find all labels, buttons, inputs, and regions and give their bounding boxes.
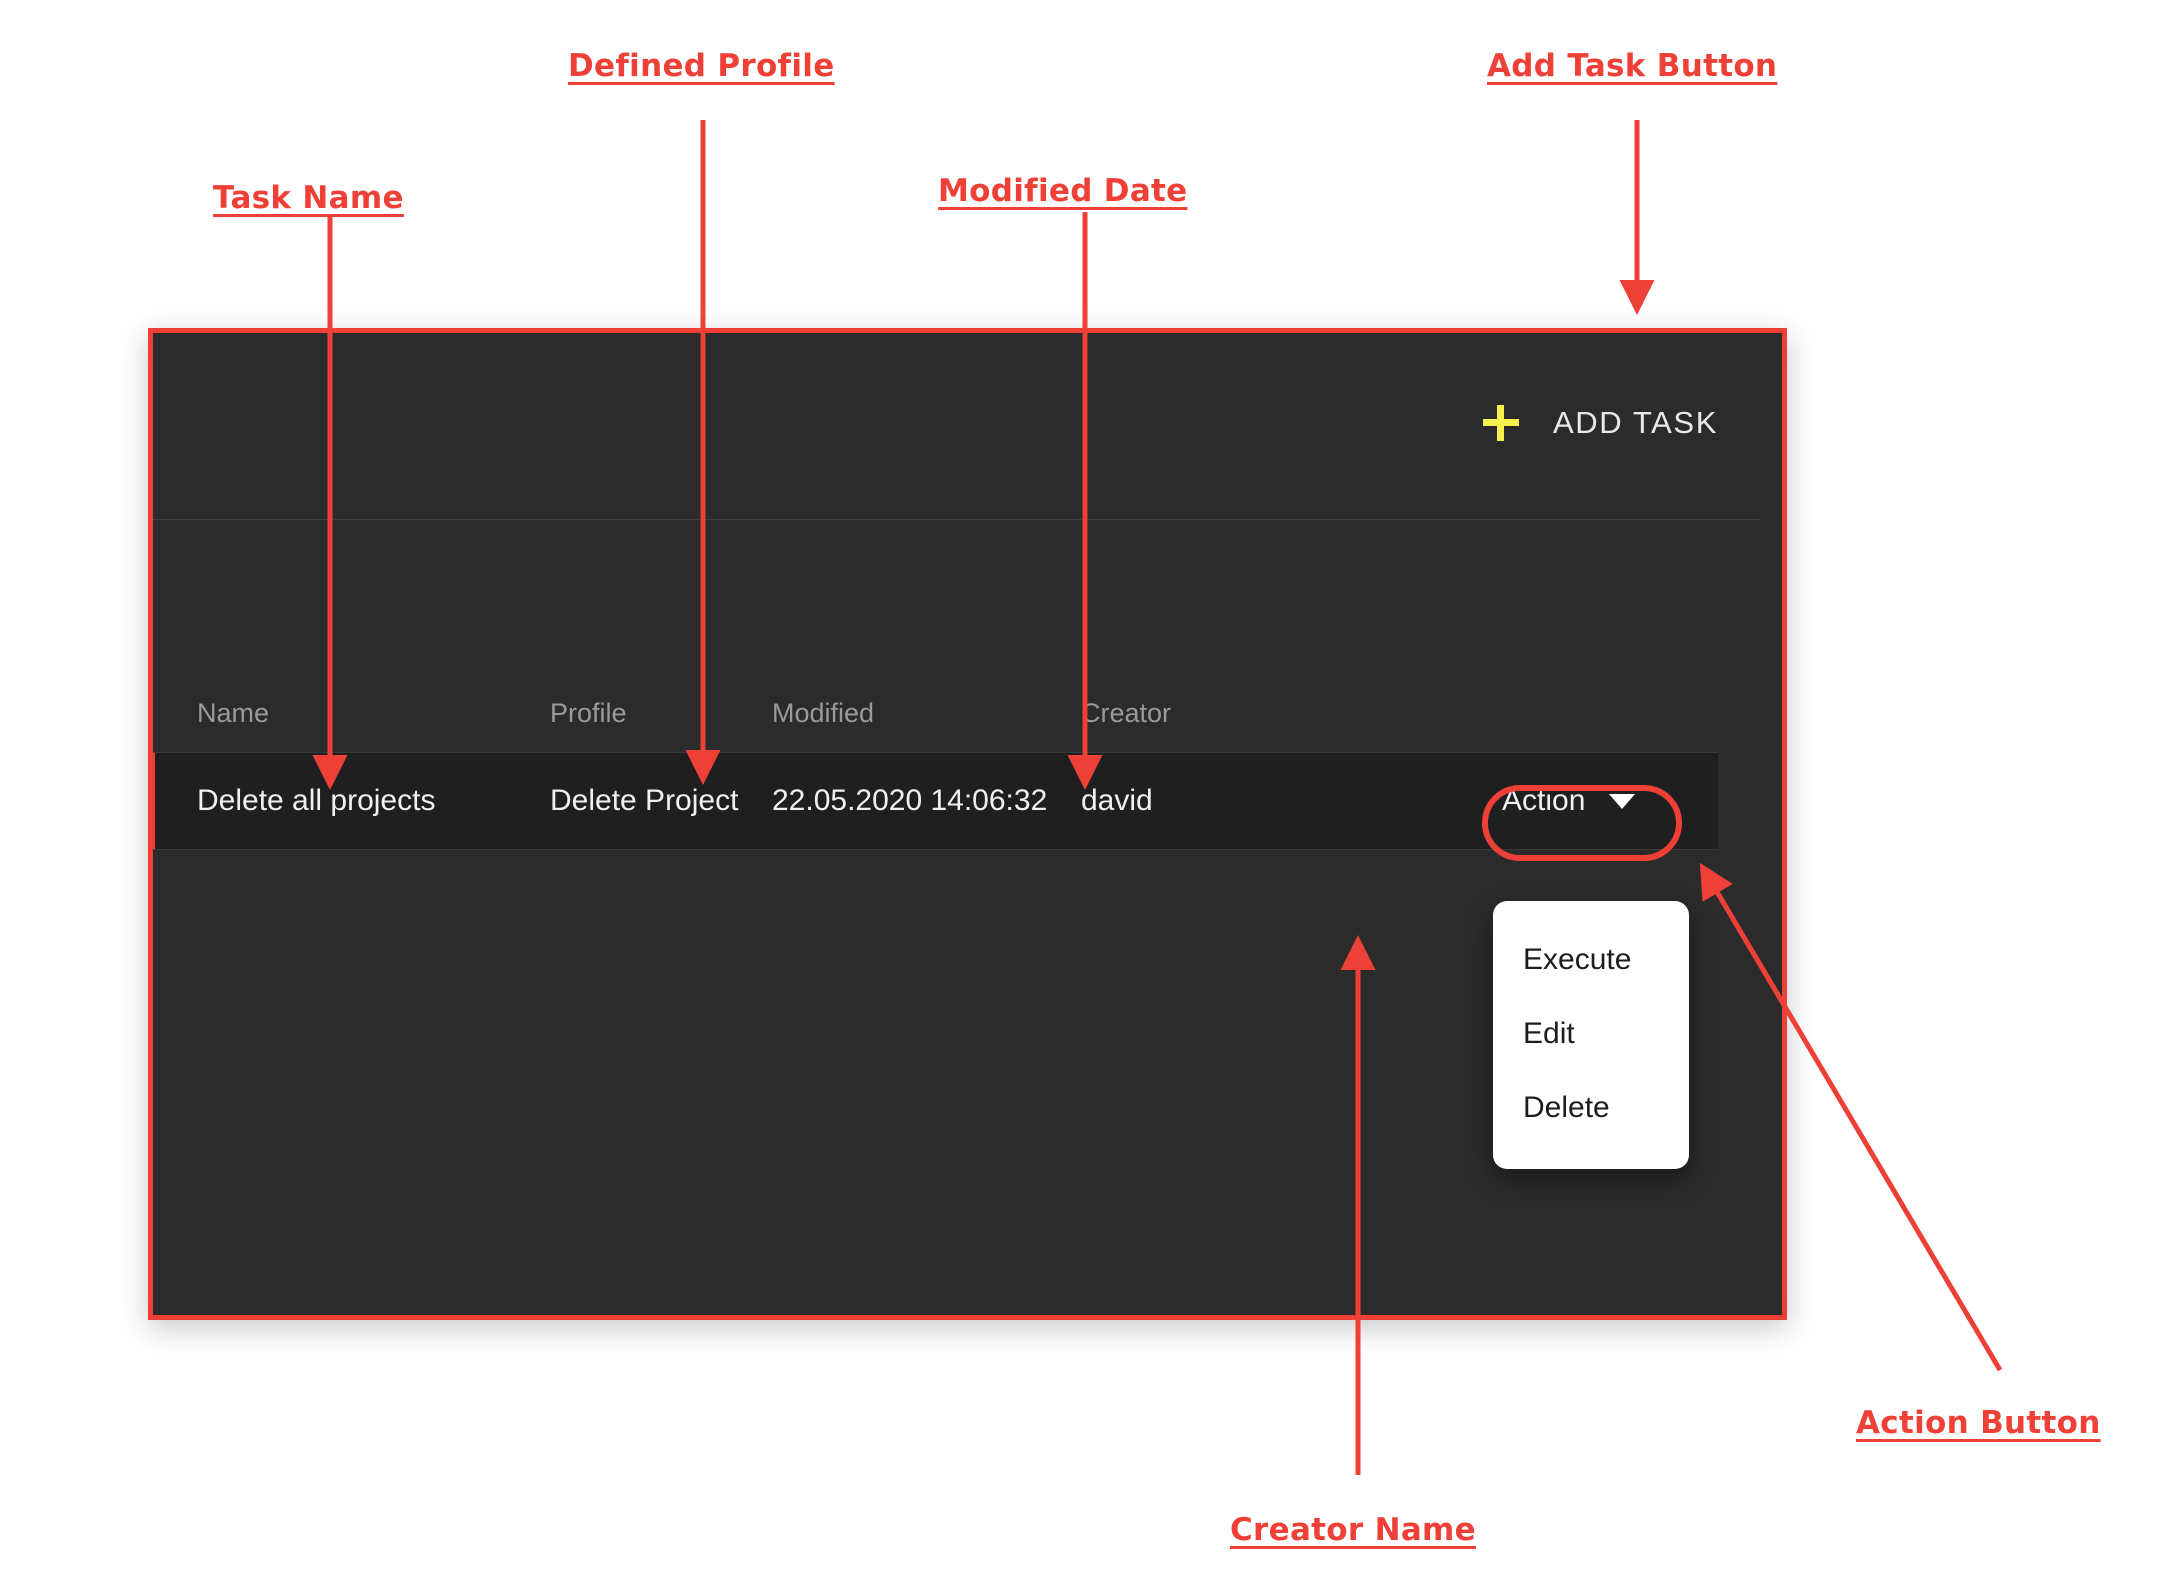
cell-task-creator: david xyxy=(1081,784,1153,817)
column-header-name: Name xyxy=(197,698,270,728)
table-row[interactable]: Delete all projects Delete Project 22.05… xyxy=(152,752,1718,861)
column-header-creator: Creator xyxy=(1081,698,1172,728)
action-dropdown-menu[interactable]: Execute Edit Delete xyxy=(1493,901,1689,1169)
action-button-label: Action xyxy=(1502,784,1586,817)
cell-task-profile: Delete Project xyxy=(550,784,739,817)
menu-item-edit[interactable]: Edit xyxy=(1523,1017,1575,1050)
menu-item-execute[interactable]: Execute xyxy=(1523,943,1632,976)
annotation-label-task-name: Task Name xyxy=(213,180,404,216)
panel-toolbar: ADD TASK xyxy=(153,333,1782,519)
annotation-label-creator-name: Creator Name xyxy=(1230,1512,1476,1548)
toolbar-divider xyxy=(153,519,1761,520)
task-list-panel: ADD TASK Name Profile Modified Creator D… xyxy=(148,328,1787,1320)
plus-icon xyxy=(1483,405,1520,441)
cell-task-name: Delete all projects xyxy=(197,784,436,817)
menu-item-delete[interactable]: Delete xyxy=(1523,1091,1610,1124)
annotation-label-action-button: Action Button xyxy=(1856,1405,2101,1441)
column-header-profile: Profile xyxy=(550,698,627,728)
annotation-label-modified-date: Modified Date xyxy=(938,173,1188,209)
annotation-label-add-task-button: Add Task Button xyxy=(1487,48,1778,84)
cell-task-modified: 22.05.2020 14:06:32 xyxy=(772,784,1048,817)
chevron-down-icon xyxy=(1609,793,1636,809)
annotation-label-defined-profile: Defined Profile xyxy=(568,48,835,84)
add-task-button[interactable]: ADD TASK xyxy=(1479,397,1722,449)
action-button[interactable]: Action xyxy=(1488,774,1649,828)
add-task-label: ADD TASK xyxy=(1553,405,1718,440)
column-header-modified: Modified xyxy=(772,698,875,728)
